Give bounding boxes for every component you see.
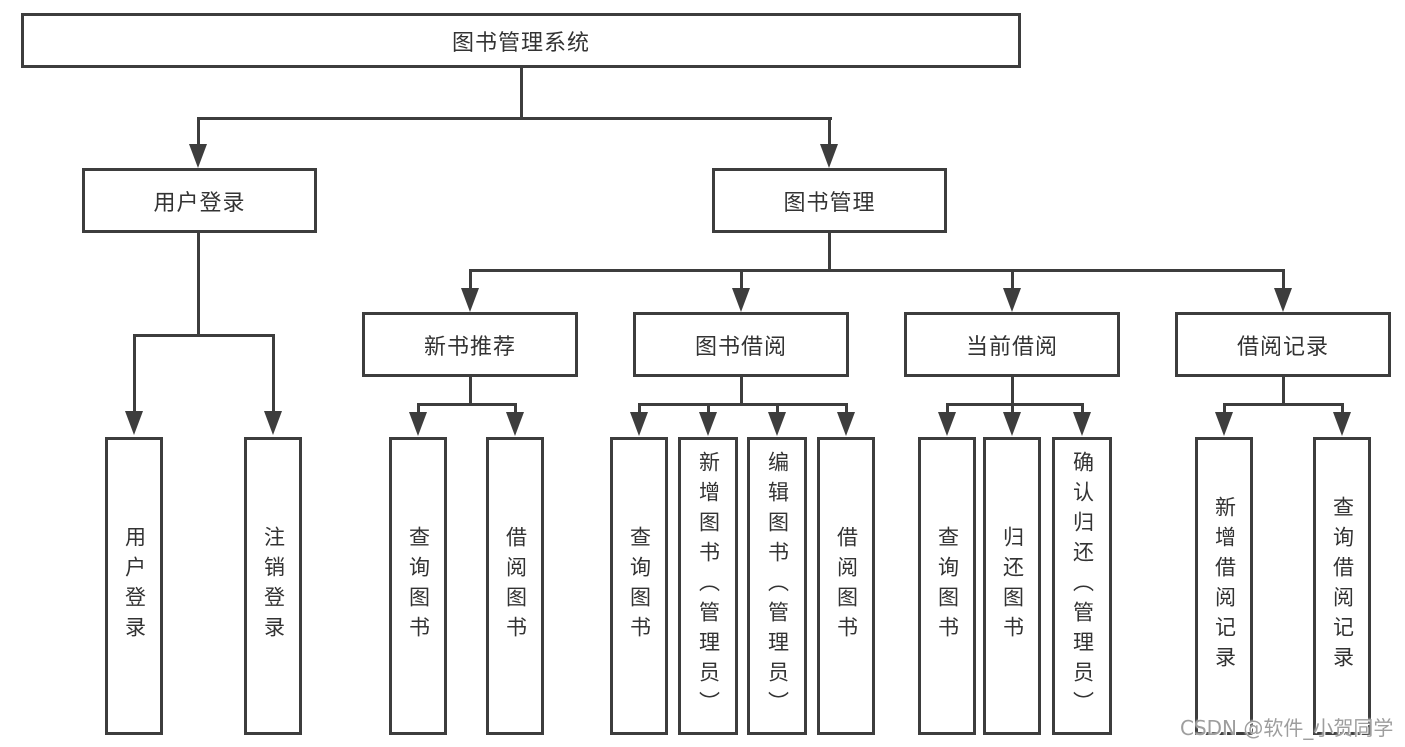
arrowhead-down-icon	[630, 412, 648, 436]
edge-borrow-records-stem	[1282, 377, 1285, 406]
edge-new-book-hline	[417, 403, 517, 406]
node-borrow-records-label: 借阅记录	[1236, 334, 1329, 360]
arrowhead-down-icon	[461, 288, 479, 312]
arrowhead-down-icon	[768, 412, 786, 436]
leaf-label: 借阅图书	[834, 526, 859, 646]
edge-book-management-stem	[828, 233, 831, 271]
edge-drop-leaf	[417, 403, 420, 415]
edge-drop-user-login	[197, 117, 200, 147]
arrowhead-down-icon	[409, 412, 427, 436]
edge-user-login-stem	[197, 233, 200, 336]
edge-drop-borrow-records	[1282, 269, 1285, 289]
node-root-label: 图书管理系统	[451, 30, 590, 56]
leaf-borrow-book-2: 借阅图书	[817, 437, 875, 735]
node-new-book-recommend: 新书推荐	[362, 312, 578, 377]
edge-root-hline	[197, 117, 832, 120]
edge-current-borrow-stem	[1011, 377, 1014, 406]
node-book-borrow: 图书借阅	[633, 312, 849, 377]
node-book-borrow-label: 图书借阅	[694, 334, 787, 360]
leaf-user-login: 用户登录	[105, 437, 163, 735]
edge-drop-leaf	[946, 403, 949, 415]
node-borrow-records: 借阅记录	[1175, 312, 1391, 377]
leaf-label: 查询图书	[627, 526, 652, 646]
edge-drop-new-book	[469, 269, 472, 289]
leaf-label: 用户登录	[122, 526, 147, 646]
arrowhead-down-icon	[1215, 412, 1233, 436]
arrowhead-down-icon	[820, 144, 838, 168]
edge-drop-leaf	[1341, 403, 1344, 415]
leaf-label: 编辑图书（管理员）	[765, 451, 790, 721]
arrowhead-down-icon	[732, 288, 750, 312]
arrowhead-down-icon	[1333, 412, 1351, 436]
arrowhead-down-icon	[1003, 288, 1021, 312]
edge-book-management-hline	[469, 269, 1285, 272]
leaf-label: 借阅图书	[503, 526, 528, 646]
edge-user-login-hline	[133, 334, 275, 337]
edge-book-borrow-hline	[638, 403, 848, 406]
arrowhead-down-icon	[125, 411, 143, 435]
leaf-label: 查询图书	[935, 526, 960, 646]
node-book-management: 图书管理	[712, 168, 947, 233]
arrowhead-down-icon	[938, 412, 956, 436]
leaf-label: 新增图书（管理员）	[696, 451, 721, 721]
leaf-add-borrow-record: 新增借阅记录	[1195, 437, 1253, 735]
edge-borrow-records-hline	[1223, 403, 1343, 406]
node-user-login-label: 用户登录	[153, 190, 246, 216]
edge-drop-leaf	[638, 403, 641, 415]
leaf-label: 注销登录	[261, 526, 286, 646]
leaf-add-book: 新增图书（管理员）	[678, 437, 738, 735]
edge-drop-leaf	[776, 403, 779, 415]
edge-drop-leaf	[272, 334, 275, 412]
leaf-edit-book: 编辑图书（管理员）	[747, 437, 807, 735]
csdn-watermark: CSDN @软件_小贺同学	[1180, 716, 1394, 740]
leaf-logout: 注销登录	[244, 437, 302, 735]
arrowhead-down-icon	[1003, 412, 1021, 436]
leaf-label: 归还图书	[1000, 526, 1025, 646]
node-new-book-recommend-label: 新书推荐	[423, 334, 516, 360]
node-book-management-label: 图书管理	[783, 190, 876, 216]
arrowhead-down-icon	[506, 412, 524, 436]
leaf-label: 查询借阅记录	[1330, 496, 1355, 676]
edge-drop-leaf	[1081, 403, 1084, 415]
leaf-query-borrow-record: 查询借阅记录	[1313, 437, 1371, 735]
edge-root-stem	[520, 68, 523, 118]
leaf-confirm-return: 确认归还（管理员）	[1052, 437, 1112, 735]
node-user-login: 用户登录	[82, 168, 317, 233]
leaf-label: 新增借阅记录	[1212, 496, 1237, 676]
leaf-label: 确认归还（管理员）	[1070, 451, 1095, 721]
edge-current-borrow-hline	[946, 403, 1084, 406]
edge-drop-leaf	[707, 403, 710, 415]
leaf-return-book: 归还图书	[983, 437, 1041, 735]
arrowhead-down-icon	[1073, 412, 1091, 436]
edge-drop-book-borrow	[740, 269, 743, 289]
node-root: 图书管理系统	[21, 13, 1021, 68]
leaf-query-book-1: 查询图书	[389, 437, 447, 735]
edge-drop-current-borrow	[1011, 269, 1014, 289]
leaf-label: 查询图书	[406, 526, 431, 646]
edge-drop-leaf	[845, 403, 848, 415]
edge-drop-leaf	[514, 403, 517, 415]
leaf-borrow-book-1: 借阅图书	[486, 437, 544, 735]
leaf-query-book-2: 查询图书	[610, 437, 668, 735]
node-current-borrow-label: 当前借阅	[965, 334, 1058, 360]
leaf-query-book-3: 查询图书	[918, 437, 976, 735]
edge-drop-book-management	[828, 117, 831, 147]
arrowhead-down-icon	[1274, 288, 1292, 312]
edge-new-book-stem	[469, 377, 472, 406]
arrowhead-down-icon	[264, 411, 282, 435]
arrowhead-down-icon	[837, 412, 855, 436]
node-current-borrow: 当前借阅	[904, 312, 1120, 377]
edge-drop-leaf	[133, 334, 136, 412]
arrowhead-down-icon	[699, 412, 717, 436]
edge-drop-leaf	[1011, 403, 1014, 415]
edge-drop-leaf	[1223, 403, 1226, 415]
arrowhead-down-icon	[189, 144, 207, 168]
edge-book-borrow-stem	[740, 377, 743, 406]
